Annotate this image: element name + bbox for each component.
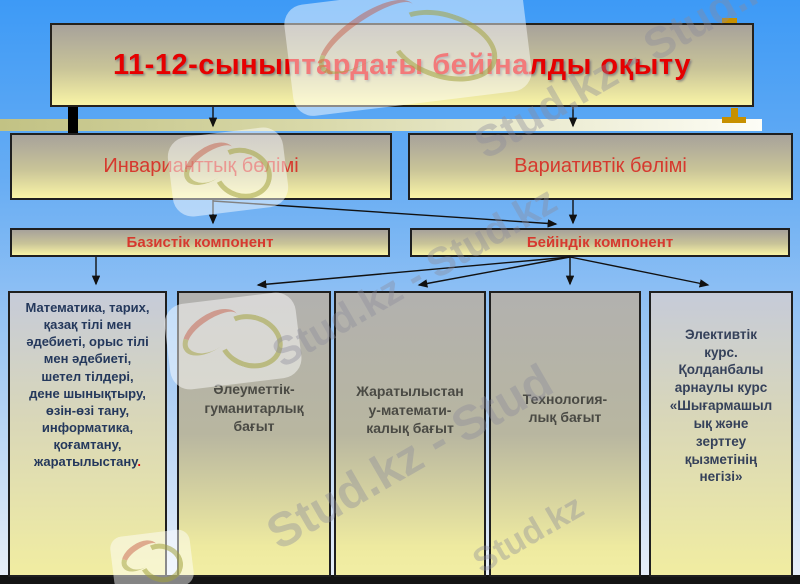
- node-label: Базистік компонент: [126, 234, 274, 251]
- title-connector-bar: [68, 106, 78, 134]
- node-variative-section: Вариативтік бөлімі: [408, 133, 793, 200]
- leaf-period: .: [137, 454, 141, 470]
- leaf-technological: Технология- лық бағыт: [489, 291, 641, 577]
- leaf-basic-subjects: Математика, тарих, қазақ тілі мен әдебие…: [8, 291, 167, 577]
- gold-frame-tab: [722, 18, 737, 24]
- leaf-text: Технология- лық бағыт: [522, 390, 608, 425]
- bottom-strip: [0, 575, 800, 584]
- leaf-text: Математика, тарих, қазақ тілі мен әдебие…: [25, 300, 150, 470]
- node-label: Вариативтік бөлімі: [514, 155, 687, 177]
- leaf-natural-mathematical: Жаратылыстан у-математи- калық бағыт: [334, 291, 486, 577]
- leaf-social-humanitarian: Әлеуметтік- гуманитарлық бағыт: [177, 291, 331, 577]
- leaf-text: Жаратылыстан у-математи- калық бағыт: [356, 383, 464, 437]
- node-invariant-section: Инварианттық бөлімі: [10, 133, 392, 200]
- leaf-text: Әлеуметтік- гуманитарлық бағыт: [204, 381, 304, 435]
- leaf-text: Элективтік курс. Қолданбалы арнаулы курс…: [669, 326, 773, 485]
- node-profile-component: Бейіндік компонент: [410, 228, 790, 257]
- node-label: Бейіндік компонент: [526, 234, 674, 251]
- title-box: 11-12-сыныптардағы бейіналды оқыту: [50, 23, 754, 107]
- node-label: Инварианттық бөлімі: [103, 155, 299, 177]
- node-basic-component: Базистік компонент: [10, 228, 390, 257]
- page-title: 11-12-сыныптардағы бейіналды оқыту: [113, 48, 691, 81]
- leaf-elective-course: Элективтік курс. Қолданбалы арнаулы курс…: [649, 291, 793, 577]
- gold-frame-bracket-foot: [722, 117, 746, 123]
- template-stripe: [0, 119, 762, 131]
- gold-frame-bracket: [731, 108, 738, 121]
